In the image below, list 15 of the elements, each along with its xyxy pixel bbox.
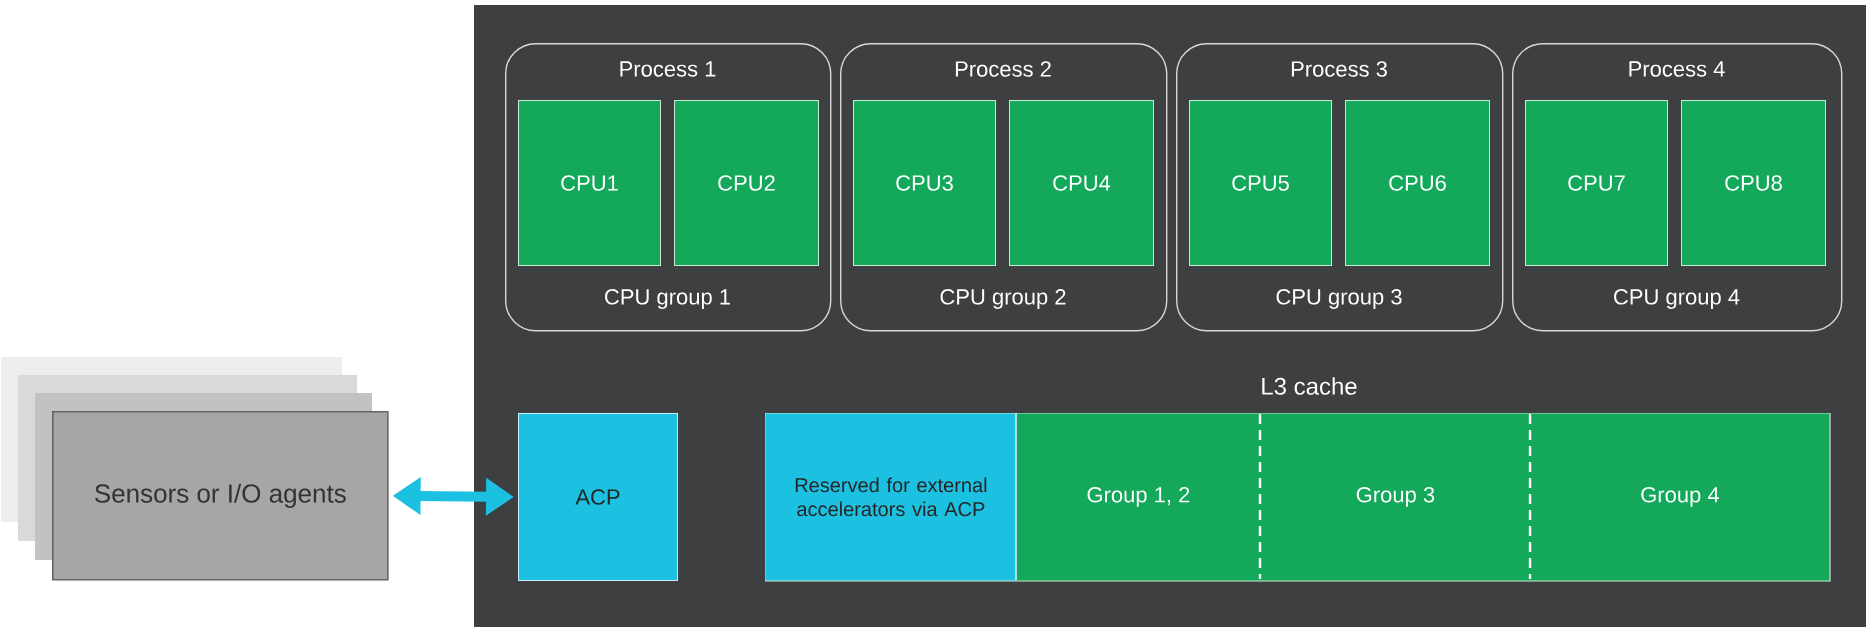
cache-segment: Group 4 <box>1530 413 1830 581</box>
cpu-box: CPU1 <box>518 100 661 266</box>
stacked-box: Sensors or I/O agents <box>1 357 389 581</box>
cpu-box: CPU8 <box>1681 100 1826 266</box>
cpu-box: CPU3 <box>853 100 996 266</box>
cpu-box: CPU5 <box>1189 100 1332 266</box>
cpu-box: CPU7 <box>1525 100 1668 266</box>
cache-segment: Group 1, 2 <box>1016 413 1261 581</box>
acp-box: ACP <box>518 413 678 581</box>
cpu-box: CPU2 <box>674 100 819 266</box>
cache-segment: Reserved for external accelerators via ACP <box>765 413 1017 581</box>
cache-segment: Group 3 <box>1260 413 1531 581</box>
node-label: L3 cache <box>1262 377 1357 395</box>
cpu-box: CPU4 <box>1009 100 1154 266</box>
cpu-box: CPU6 <box>1345 100 1490 266</box>
